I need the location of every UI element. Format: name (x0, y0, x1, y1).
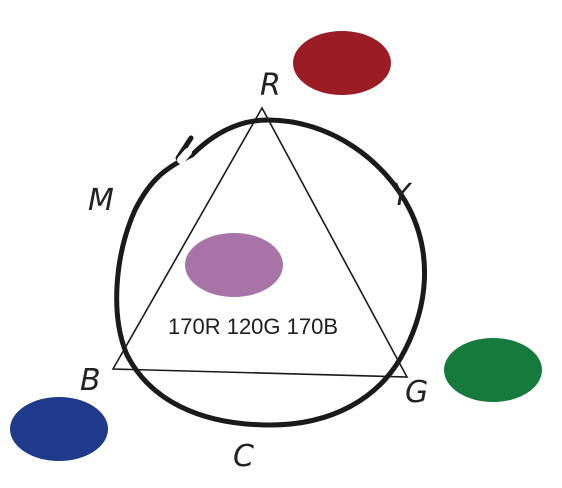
gamut-curve (114, 117, 428, 428)
gamut-gap (177, 148, 192, 164)
label-c: C (233, 439, 254, 474)
label-r: R (260, 68, 281, 103)
gamut-tick (175, 135, 194, 161)
label-g: G (405, 375, 428, 410)
red-swatch (293, 31, 391, 95)
green-swatch (444, 338, 542, 402)
label-y: Y (392, 178, 413, 213)
label-b: B (80, 363, 101, 398)
label-m: M (88, 183, 114, 218)
rgb-triangle (111, 106, 409, 378)
mix-value-label: 170R 120G 170B (168, 314, 338, 339)
blue-swatch (10, 397, 108, 461)
mix-swatch (185, 233, 283, 297)
